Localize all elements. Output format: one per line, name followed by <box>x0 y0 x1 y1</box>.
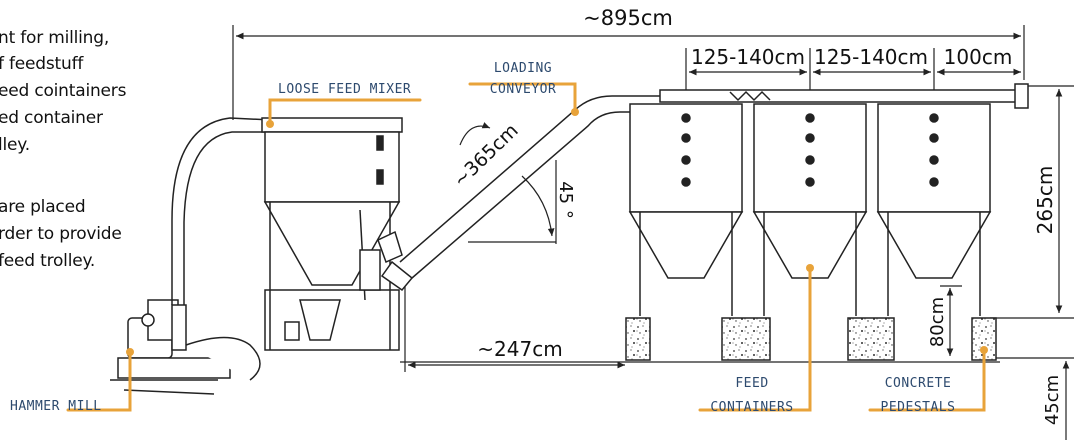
intro-line-2: f feedstuff <box>0 54 84 74</box>
hammer-mill-label: HAMMER MILL <box>10 399 102 414</box>
conveyor-leader-dot <box>571 108 579 116</box>
loose-feed-mixer <box>261 117 403 351</box>
conveyor-leader <box>468 82 577 112</box>
loading-conveyor-label-2: CONVEYOR <box>490 82 557 97</box>
loading-conveyor-label-1: LOADING <box>494 61 552 76</box>
mixer-leader-dot <box>266 120 274 128</box>
spacing-label-3: 100cm <box>944 45 1013 69</box>
feed-container-3 <box>876 103 992 316</box>
pedestals-leader-dot <box>980 346 988 354</box>
feed-containers-label-2: CONTAINERS <box>710 400 793 415</box>
pedestal-3 <box>847 317 895 361</box>
feed-containers-label-1: FEED <box>735 376 768 391</box>
angle-label: 45 ° <box>555 181 576 219</box>
spacing-label-2: 125-140cm <box>814 45 928 69</box>
loading-conveyor <box>377 95 668 292</box>
concrete-pedestals-label-2: PEDESTALS <box>881 400 956 415</box>
conveyor-length-label: ~365cm <box>449 120 523 192</box>
intro-line-4: ed container <box>0 108 103 128</box>
conveyor-length-dimension: ~365cm <box>449 120 523 192</box>
feed-containers-leader-dot <box>806 264 814 272</box>
mill-pipe-inner <box>183 131 272 305</box>
hammer-mill <box>110 299 261 395</box>
mill-pipe-outer <box>171 117 273 305</box>
height-dimension: 265cm <box>1028 85 1074 313</box>
height-label: 265cm <box>1033 166 1057 235</box>
pedestals-leader <box>868 350 986 412</box>
intro-line-3: eed cointainers <box>0 81 127 101</box>
ground-offset-label: 45cm <box>1042 375 1063 425</box>
pedestal-height-label: 80cm <box>927 297 948 347</box>
intro-line-1: nt for milling, <box>0 28 110 48</box>
spacing-dimensions: 125-140cm 125-140cm 100cm <box>685 45 1021 90</box>
callout-leaders <box>66 82 986 412</box>
angle-marking: 45 ° <box>468 160 576 244</box>
intro-line-6: are placed <box>0 197 86 217</box>
pedestal-2 <box>721 317 771 361</box>
hammer-mill-leader <box>66 350 132 412</box>
pedestal-height-dimension: 80cm 45cm <box>927 285 1074 440</box>
intro-line-8: feed trolley. <box>0 251 96 271</box>
feed-container-1 <box>628 103 744 316</box>
feed-container-2 <box>752 103 868 316</box>
concrete-pedestals-label-1: CONCRETE <box>885 376 952 391</box>
overall-length-dimension: ~895cm <box>232 6 1025 120</box>
mixer-to-container-dimension: ~247cm <box>404 286 625 372</box>
concrete-pedestals <box>625 317 997 361</box>
intro-line-5: lley. <box>0 135 30 155</box>
pedestal-1 <box>625 317 651 361</box>
hammer-mill-leader-dot <box>126 348 134 356</box>
top-distribution-conveyor <box>659 83 1029 109</box>
mixer-to-container-label: ~247cm <box>477 337 562 361</box>
mixer-leader <box>268 98 422 124</box>
spacing-label-1: 125-140cm <box>691 45 805 69</box>
feed-containers-leader <box>698 268 812 412</box>
intro-line-7: rder to provide <box>0 224 122 244</box>
overall-length-label: ~895cm <box>583 6 673 30</box>
loose-feed-mixer-label: LOOSE FEED MIXER <box>278 82 411 97</box>
